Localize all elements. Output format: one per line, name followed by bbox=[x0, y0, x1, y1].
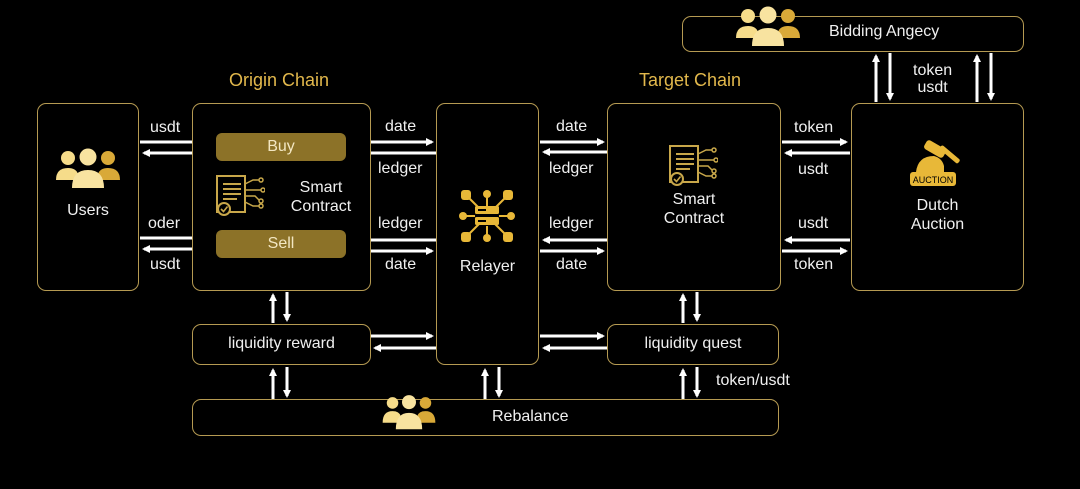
edge-label: date bbox=[556, 118, 588, 135]
edge-label: date bbox=[385, 256, 417, 273]
dutch-auction-label-line2: Auction bbox=[910, 216, 965, 233]
bidding-agency-label: Bidding Angecy bbox=[829, 23, 940, 40]
edge-label: ledger bbox=[378, 160, 423, 177]
edge-label: usdt bbox=[150, 119, 181, 136]
dutch-auction-label-line1: Dutch bbox=[916, 197, 959, 214]
origin-chain-heading: Origin Chain bbox=[229, 70, 330, 90]
buy-button[interactable]: Buy bbox=[216, 133, 346, 161]
liquidity-quest-node[interactable]: liquidity quest bbox=[607, 324, 779, 365]
edge-label: ledger bbox=[549, 160, 594, 177]
edge-label: token bbox=[913, 62, 953, 79]
edge-label: token bbox=[794, 119, 834, 136]
rebalance-node[interactable]: Rebalance bbox=[192, 395, 779, 436]
sell-button[interactable]: Sell bbox=[216, 230, 346, 258]
edge-label: token/usdt bbox=[716, 372, 790, 389]
edge-label: ledger bbox=[549, 215, 594, 232]
target-smart-contract-label-line2: Contract bbox=[663, 210, 725, 227]
dutch-auction-node[interactable]: AUCTION Dutch Auction bbox=[851, 103, 1024, 291]
relayer-label: Relayer bbox=[459, 258, 516, 275]
edge-label: date bbox=[385, 118, 417, 135]
edge-label: usdt bbox=[798, 215, 829, 232]
users-icon bbox=[56, 148, 120, 188]
edge-label: oder bbox=[148, 215, 181, 232]
target-chain-heading: Target Chain bbox=[639, 70, 742, 90]
bidding-agency-node[interactable]: Bidding Angecy bbox=[682, 6, 1024, 52]
target-smart-contract-label-line1: Smart bbox=[672, 191, 716, 208]
edge-label: usdt bbox=[917, 79, 948, 96]
dutch-auction-label: Dutch Auction bbox=[852, 196, 1023, 234]
edge-label: usdt bbox=[150, 256, 181, 273]
edge-label: token bbox=[794, 256, 834, 273]
users-node[interactable]: Users bbox=[37, 103, 139, 291]
relayer-icon bbox=[459, 190, 515, 242]
origin-smart-contract-label: Smart Contract bbox=[281, 178, 361, 216]
relayer-node[interactable]: Relayer bbox=[436, 103, 539, 365]
edge-label: ledger bbox=[378, 215, 423, 232]
smart-contract-icon bbox=[669, 145, 718, 186]
edge-label: date bbox=[556, 256, 588, 273]
liquidity-reward-label: liquidity reward bbox=[228, 335, 335, 352]
target-smart-contract-node[interactable]: Smart Contract bbox=[607, 103, 781, 291]
liquidity-reward-node[interactable]: liquidity reward bbox=[192, 324, 371, 365]
users-label: Users bbox=[67, 202, 109, 219]
origin-smart-contract-node[interactable]: Smart Contract bbox=[192, 103, 371, 291]
origin-smart-contract-label-line2: Contract bbox=[290, 198, 352, 215]
edge-label: usdt bbox=[798, 161, 829, 178]
auction-badge: AUCTION bbox=[913, 175, 954, 185]
origin-smart-contract-label-line1: Smart bbox=[299, 179, 343, 196]
users-icon bbox=[736, 6, 800, 46]
rebalance-label: Rebalance bbox=[492, 408, 569, 425]
smart-contract-icon bbox=[216, 175, 265, 216]
bidding-edge-labels: token usdt bbox=[913, 62, 952, 96]
auction-gavel-icon: AUCTION bbox=[910, 140, 960, 186]
liquidity-quest-label: liquidity quest bbox=[644, 335, 742, 352]
users-icon bbox=[382, 395, 436, 430]
target-smart-contract-label: Smart Contract bbox=[608, 190, 780, 228]
